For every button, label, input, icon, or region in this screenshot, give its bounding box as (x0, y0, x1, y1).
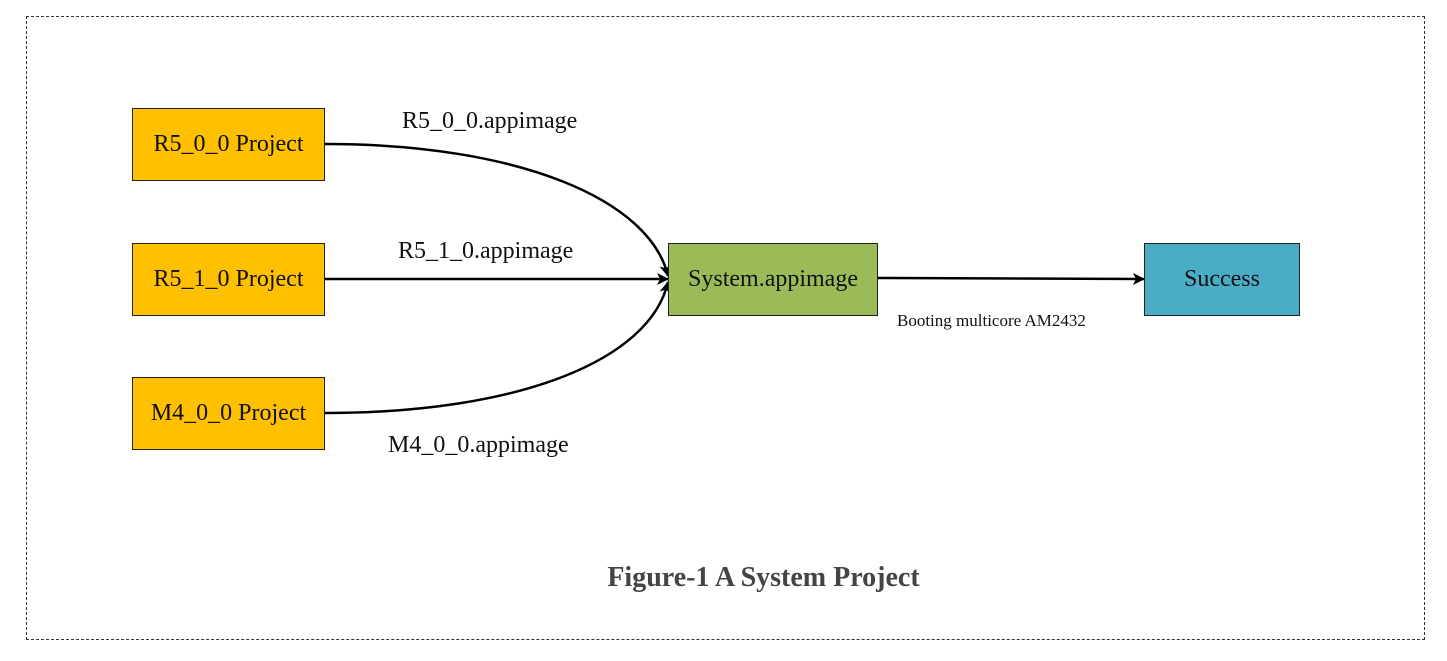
edge-system-to-success (877, 272, 1145, 285)
node-r5-1-0-project: R5_1_0 Project (132, 243, 325, 316)
node-system-label: System.appimage (688, 266, 858, 292)
node-m4-0-0-project: M4_0_0 Project (132, 377, 325, 450)
node-r5-0-0-project: R5_0_0 Project (132, 108, 325, 181)
node-success: Success (1144, 243, 1300, 316)
edge-label-m4-0-0: M4_0_0.appimage (388, 432, 569, 458)
node-success-label: Success (1184, 266, 1260, 292)
node-m4-0-0-label: M4_0_0 Project (150, 400, 307, 426)
edge-m4-0-0-to-system (324, 281, 672, 415)
edge-label-system-to-success: Booting multicore AM2432 (897, 311, 1086, 330)
edge-label-r5-1-0: R5_1_0.appimage (398, 238, 574, 264)
edge-r5-0-0-to-system (324, 142, 672, 277)
edge-label-r5-0-0: R5_0_0.appimage (402, 108, 578, 134)
node-system-appimage: System.appimage (668, 243, 878, 316)
node-r5-0-0-label: R5_0_0 Project (153, 131, 304, 157)
figure-caption: Figure-1 A System Project (607, 562, 920, 593)
figure-frame (26, 16, 1425, 640)
node-r5-1-0-label: R5_1_0 Project (153, 266, 304, 292)
